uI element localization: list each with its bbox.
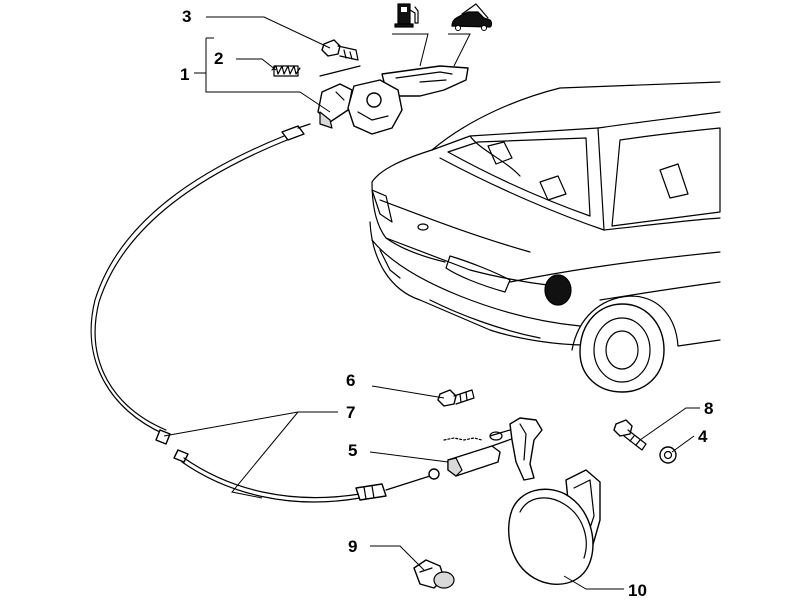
- callout-1: 1: [180, 65, 189, 84]
- rear-wheel: [579, 303, 665, 393]
- actuator-part-5: [443, 417, 543, 481]
- spring-part: [271, 65, 301, 77]
- fuel-pump-icon: [394, 3, 419, 28]
- plug-part-9: [413, 559, 455, 589]
- callout-9: 9: [348, 537, 357, 556]
- callout-2: 2: [214, 49, 223, 68]
- fuel-filler-opening: [544, 274, 572, 306]
- callout-8: 8: [704, 399, 713, 418]
- bolt-part-3: [319, 39, 361, 77]
- bolt-part-8: [613, 419, 647, 451]
- car-trunk-icon: [451, 3, 493, 31]
- callout-10: 10: [628, 581, 647, 600]
- callout-7: 7: [346, 403, 355, 422]
- leader-lines: [163, 16, 700, 590]
- release-cable: [90, 123, 440, 503]
- callout-4: 4: [698, 427, 708, 446]
- callout-3: 3: [182, 7, 191, 26]
- callout-5: 5: [348, 441, 357, 460]
- nut-part-4: [659, 446, 677, 464]
- bolt-part-6: [437, 389, 475, 407]
- callout-6: 6: [346, 371, 355, 390]
- latch-assembly: [317, 79, 403, 135]
- fuel-flap-part-10: [507, 469, 601, 585]
- car-rear-view: [369, 81, 721, 393]
